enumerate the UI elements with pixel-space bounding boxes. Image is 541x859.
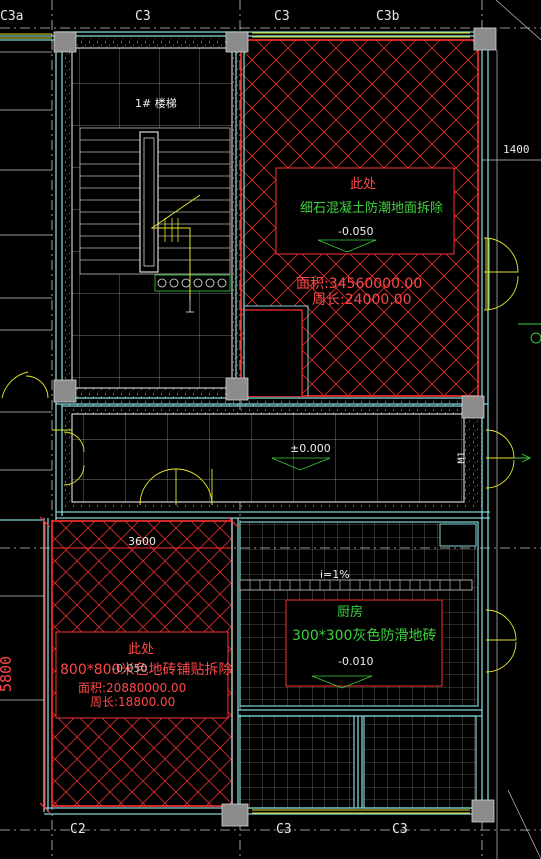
bottom-rooms [239,715,477,809]
upper-elevation-marker [317,239,377,253]
stair-label: 1# 楼梯 [135,96,177,110]
axis-label-bottom-1: C2 [70,822,86,837]
lower-zone-elevation: -0.050 [112,662,147,675]
lower-demolition-zone [51,520,233,807]
axis-label-top-1: C3a [0,9,24,24]
kitchen-slope: i=1% [320,568,350,581]
upper-demolition-zone [240,39,479,397]
axis-label-top-4: C3b [376,9,400,24]
lower-zone-perimeter: 周长:18800.00 [90,695,175,709]
windows [0,32,470,814]
axis-label-bottom-2: C3 [276,822,292,837]
upper-zone-title: 此处 [350,177,376,192]
lower-zone-title: 此处 [128,642,154,657]
upper-zone-subtitle: 细石混凝土防潮地面拆除 [300,200,443,216]
kitchen-elevation: -0.010 [338,655,373,668]
axis-label-top-3: C3 [274,9,290,24]
axis-label-bottom-3: C3 [392,822,408,837]
doors [1,237,519,673]
kitchen-subtitle: 300*300灰色防滑地砖 [292,627,436,644]
upper-zone-area: 面积:34560000.00 [296,276,422,292]
dimension-left-vertical: 5800 [0,655,16,693]
left-exterior-lines [0,51,52,701]
axis-label-top-2: C3 [135,9,151,24]
upper-zone-elevation: -0.050 [338,225,373,238]
upper-zone-perimeter: 周长:24000.00 [312,292,412,308]
kitchen-name: 厨房 [337,604,363,620]
room-width-dimension: 3600 [128,535,156,548]
stair-room [62,38,240,398]
green-markers [514,323,541,463]
lower-zone-area: 面积:20880000.00 [78,681,186,695]
lower-zone-subtitle: 800*800米色地砖铺贴拆除 [60,661,232,678]
door-tag-m1: M1 [456,451,468,464]
kitchen-room [239,521,479,707]
corridor [62,398,484,508]
corridor-elevation: ±0.000 [290,442,331,455]
dimension-right-top: 1400 [503,143,530,156]
columns [53,27,497,827]
walls [0,31,490,820]
red-ticks [39,516,239,814]
right-exterior-lines [482,0,541,859]
